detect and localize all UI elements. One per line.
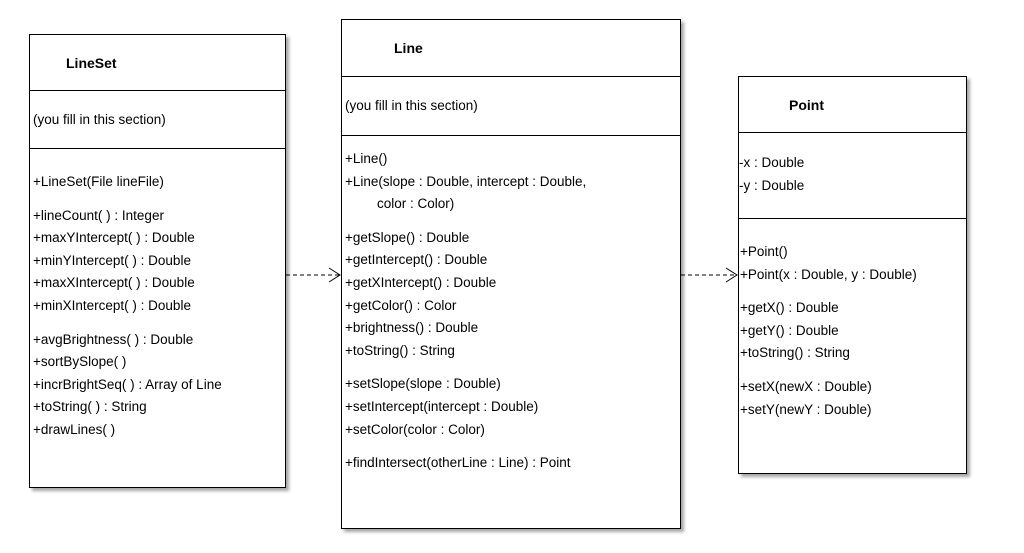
lineset-method: +minXIntercept( ) : Double bbox=[33, 297, 191, 313]
lineset-method: +lineCount( ) : Integer bbox=[33, 207, 164, 223]
point-method: +setY(newY : Double) bbox=[740, 401, 872, 417]
point-attributes-section: -x : Double -y : Double bbox=[739, 133, 966, 219]
line-method: +findIntersect(otherLine : Line) : Point bbox=[345, 455, 571, 471]
point-class-title: Point bbox=[739, 77, 966, 133]
lineset-method: +LineSet(File lineFile) bbox=[33, 174, 164, 189]
point-class-name: Point bbox=[789, 96, 824, 113]
point-method: +Point(x : Double, y : Double) bbox=[740, 266, 917, 282]
lineset-method: +drawLines( ) bbox=[33, 421, 116, 437]
line-attributes-note: (you fill in this section) bbox=[345, 98, 478, 113]
point-method: +Point() bbox=[740, 244, 788, 259]
lineset-class-title: LineSet bbox=[30, 35, 285, 91]
line-class-name: Line bbox=[394, 40, 423, 56]
point-attribute: -x : Double bbox=[739, 155, 805, 170]
point-attribute: -y : Double bbox=[739, 177, 805, 193]
lineset-method: +maxXIntercept( ) : Double bbox=[33, 275, 195, 291]
lineset-method: +maxYIntercept( ) : Double bbox=[33, 230, 195, 246]
lineset-to-line-dependency-arrow[interactable] bbox=[286, 267, 341, 283]
lineset-method: +toString( ) : String bbox=[33, 399, 147, 415]
line-class[interactable]: Line (you fill in this section) +Line() … bbox=[341, 19, 681, 529]
lineset-method: +avgBrightness( ) : Double bbox=[33, 331, 194, 347]
point-methods-section: +Point() +Point(x : Double, y : Double) … bbox=[739, 219, 966, 421]
lineset-attributes-note: (you fill in this section) bbox=[33, 111, 166, 127]
line-method: +getXIntercept() : Double bbox=[345, 274, 497, 290]
point-method: +getY() : Double bbox=[740, 322, 839, 338]
line-method: +getColor() : Color bbox=[345, 297, 457, 313]
line-method-continuation: color : Color) bbox=[377, 196, 455, 212]
lineset-method: +incrBrightSeq( ) : Array of Line bbox=[33, 376, 222, 392]
line-method: +Line() bbox=[345, 151, 388, 166]
point-method: +setX(newX : Double) bbox=[740, 378, 872, 394]
point-class[interactable]: Point -x : Double -y : Double +Point() +… bbox=[738, 76, 967, 474]
lineset-class[interactable]: LineSet (you fill in this section) +Line… bbox=[29, 34, 286, 488]
lineset-method: +sortBySlope( ) bbox=[33, 354, 127, 370]
lineset-method: +minYIntercept( ) : Double bbox=[33, 252, 191, 268]
line-method: +getSlope() : Double bbox=[345, 229, 470, 245]
lineset-methods-section: +LineSet(File lineFile) +lineCount( ) : … bbox=[30, 149, 285, 442]
line-class-title: Line bbox=[342, 20, 680, 77]
line-to-point-dependency-arrow[interactable] bbox=[681, 267, 738, 283]
line-method: +setColor(color : Color) bbox=[345, 421, 485, 437]
line-method: +Line(slope : Double, intercept : Double… bbox=[345, 173, 587, 189]
line-method: +brightness() : Double bbox=[345, 320, 479, 336]
lineset-attributes-section: (you fill in this section) bbox=[30, 91, 285, 149]
point-method: +getX() : Double bbox=[740, 300, 839, 316]
line-attributes-section: (you fill in this section) bbox=[342, 77, 680, 136]
point-method: +toString() : String bbox=[740, 345, 850, 361]
line-method: +setIntercept(intercept : Double) bbox=[345, 398, 539, 414]
line-method: +getIntercept() : Double bbox=[345, 252, 488, 268]
line-methods-section: +Line() +Line(slope : Double, intercept … bbox=[342, 136, 680, 475]
line-method: +toString() : String bbox=[345, 342, 455, 358]
lineset-class-name: LineSet bbox=[66, 54, 117, 71]
line-method: +setSlope(slope : Double) bbox=[345, 376, 501, 392]
